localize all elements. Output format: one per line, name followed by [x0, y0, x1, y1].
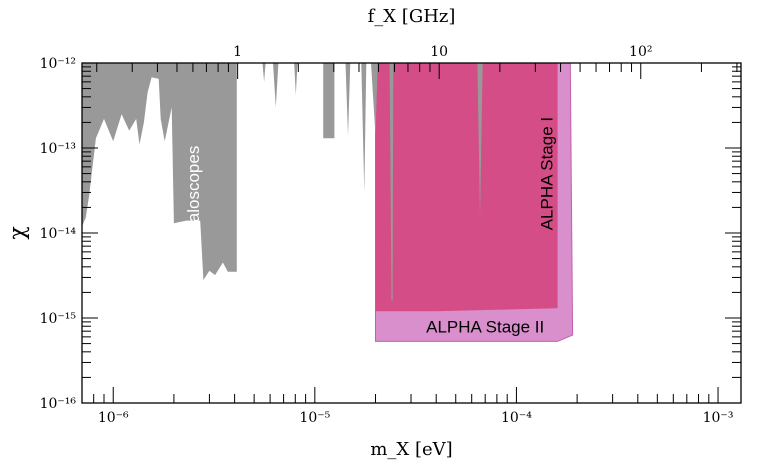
region-haloscopes-7	[371, 63, 378, 136]
x-axis-label: m_X [eV]	[370, 439, 452, 460]
region-haloscopes-8	[389, 63, 394, 301]
region-haloscopes-5	[345, 63, 351, 136]
region-haloscopes-6	[361, 63, 367, 193]
top-tick-label: 10	[430, 44, 448, 60]
y-tick-label: 10⁻¹⁵	[40, 311, 77, 327]
y-axis-label: χ	[6, 226, 31, 239]
x-tick-label: 10⁻⁶	[98, 410, 129, 426]
axes: 10⁻⁶ 10⁻⁵ 10⁻⁴ 10⁻³ 10⁻¹² 10⁻¹³ 10⁻¹⁴ 10⁻¹⁵ 10⁻¹…	[40, 44, 742, 426]
plot-regions	[82, 63, 574, 342]
y-tick-label: 10⁻¹⁴	[40, 226, 77, 242]
region-haloscopes-3	[294, 63, 298, 95]
region-haloscopes-2	[273, 63, 279, 108]
y-tick-label: 10⁻¹²	[40, 56, 76, 72]
region-haloscopes	[82, 63, 237, 280]
region-alpha-stage-i	[375, 63, 558, 312]
annotation-alpha-stage-ii: ALPHA Stage II	[426, 318, 544, 337]
series-alpha-stage-i	[375, 63, 558, 312]
annotation-alpha-stage-i: ALPHA Stage I	[538, 117, 557, 230]
top-tick-label: 1	[233, 44, 242, 60]
y-tick-label: 10⁻¹⁶	[40, 396, 77, 412]
region-haloscopes-4	[323, 63, 335, 139]
top-tick-label: 10²	[629, 44, 652, 60]
region-haloscopes-1	[262, 63, 266, 82]
top-axis-label: f_X [GHz]	[368, 6, 456, 27]
y-tick-label: 10⁻¹³	[40, 141, 76, 157]
series-haloscopes	[82, 63, 483, 301]
x-tick-label: 10⁻⁵	[299, 410, 330, 426]
region-haloscopes-9	[477, 63, 483, 218]
x-tick-label: 10⁻³	[703, 410, 734, 426]
annotation-haloscopes: Haloscopes	[184, 146, 203, 235]
x-tick-label: 10⁻⁴	[501, 410, 532, 426]
